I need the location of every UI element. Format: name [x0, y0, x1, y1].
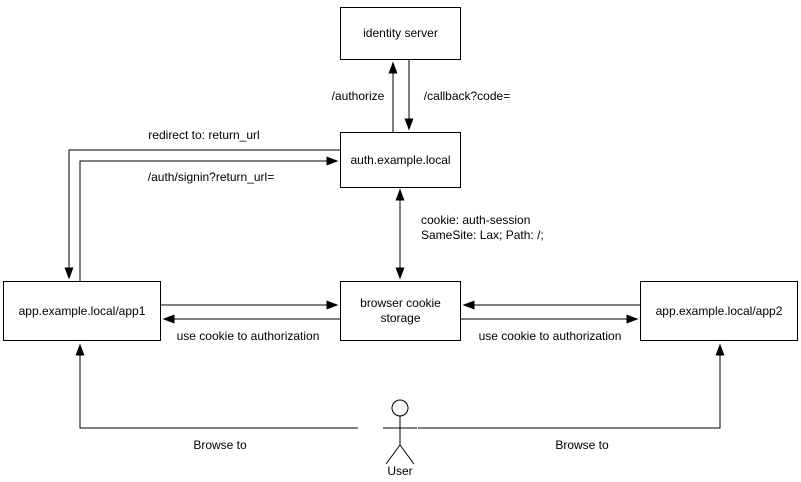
node-auth-server-label: auth.example.local [350, 152, 451, 167]
node-app1: app.example.local/app1 [3, 281, 161, 341]
edge-label-callback: /callback?code= [421, 88, 513, 104]
edge-browse-app1-line [75, 343, 358, 429]
edge-label-browse-to-app2: Browse to [555, 438, 609, 452]
edge-label-redirect: redirect to: return_url [146, 127, 262, 143]
node-browser-cookie-storage: browser cookie storage [340, 281, 461, 341]
edge-label-use-cookie-right: use cookie to authorization [476, 328, 624, 344]
edge-browse-app2-line [418, 343, 725, 429]
edge-label-cookie-line2: SameSite: Lax; Path: /; [421, 228, 544, 242]
user-figure-head [391, 399, 409, 417]
node-identity-server-label: identity server [363, 26, 438, 40]
edge-signin-line [79, 156, 339, 281]
node-app2-label: app.example.local/app2 [655, 303, 783, 318]
user-stick-figure-icon [383, 399, 417, 465]
node-browser-cookie-storage-label: browser cookie storage [360, 296, 441, 325]
edge-redirect-line [64, 149, 340, 280]
node-auth-server: auth.example.local [340, 132, 461, 188]
node-app2: app.example.local/app2 [640, 281, 798, 341]
node-identity-server: identity server [340, 7, 461, 60]
user-figure-left-leg [385, 444, 401, 465]
user-label: User [387, 464, 413, 478]
edge-label-use-cookie-left: use cookie to authorization [174, 328, 322, 344]
user-figure-right-leg [399, 444, 415, 465]
edge-label-cookie: cookie: auth-session SameSite: Lax; Path… [421, 213, 544, 243]
edge-label-browse-to-app1: Browse to [193, 438, 247, 452]
edge-label-signin: /auth/signin?return_url= [145, 169, 277, 185]
node-app1-label: app.example.local/app1 [18, 303, 146, 318]
edge-label-authorize: /authorize [329, 88, 387, 104]
edge-label-cookie-line1: cookie: auth-session [421, 213, 531, 227]
